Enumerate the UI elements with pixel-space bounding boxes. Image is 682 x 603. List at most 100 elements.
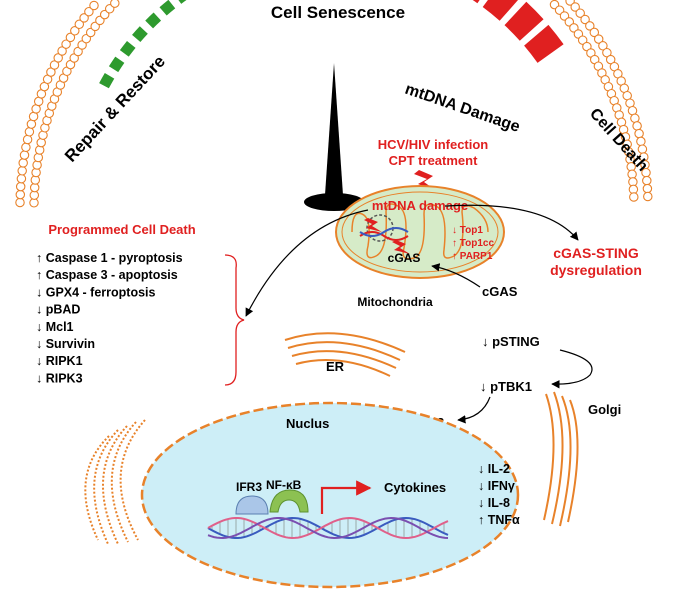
membrane-bead xyxy=(79,13,89,23)
membrane-bead xyxy=(575,8,585,18)
membrane-bead xyxy=(65,32,76,43)
dna-helix xyxy=(207,516,449,540)
pcd-item: ↓ pBAD xyxy=(36,303,80,317)
gauge-segment xyxy=(178,0,187,4)
membrane-bead xyxy=(15,197,25,208)
pcd-item: ↓ RIPK3 xyxy=(36,371,83,385)
gauge-segment xyxy=(132,26,148,43)
cytokine-item: ↓ IFNγ xyxy=(478,479,515,493)
nfkb-label: NF-κB xyxy=(266,478,302,492)
dna-strand xyxy=(207,516,449,540)
cgas-sting-line2: dysregulation xyxy=(550,262,642,278)
gauge-title: Cell Senescence xyxy=(271,3,405,22)
membrane-bead xyxy=(593,34,604,44)
membrane-bead xyxy=(89,0,99,11)
pcd-item: ↓ Mcl1 xyxy=(36,320,74,334)
pcd-item: ↓ RIPK1 xyxy=(36,354,83,368)
lightning-bolt-icon xyxy=(392,240,410,254)
nucleus xyxy=(140,401,520,589)
cytokines-label: Cytokines xyxy=(384,480,446,495)
nfkb-protein-icon xyxy=(269,489,309,513)
arrow-cgas-to-mito xyxy=(431,263,481,288)
left-er-stacks xyxy=(84,419,146,545)
gauge-segment xyxy=(472,0,480,4)
ifr3-protein-icon xyxy=(235,495,269,515)
membrane-bead xyxy=(21,142,31,153)
arrow-sting-to-tbk1 xyxy=(551,349,593,389)
dna-strand xyxy=(207,516,449,540)
golgi-label: Golgi xyxy=(588,402,621,417)
lightning-bolt-icon xyxy=(364,218,382,232)
arrow-tbk1-to-ifr3 xyxy=(457,396,491,424)
cgas-label: cGAS xyxy=(482,284,518,299)
nucleus-label: Nuclus xyxy=(286,416,329,431)
membrane-bead xyxy=(110,0,120,8)
pcd-title: Programmed Cell Death xyxy=(48,222,195,237)
membrane-bead xyxy=(22,134,33,145)
membrane-bead xyxy=(634,128,644,139)
membrane-bead xyxy=(636,136,646,147)
cytokine-item: ↓ IL-8 xyxy=(478,496,510,510)
senescence-gauge-arc xyxy=(15,0,653,208)
membrane-bead xyxy=(74,19,85,30)
ifr3-nucleus-label: IFR3 xyxy=(236,480,262,494)
mitochondria-label: Mitochondria xyxy=(357,295,433,309)
membrane-bead xyxy=(57,46,67,56)
er-label: ER xyxy=(326,359,345,374)
membrane-bead xyxy=(61,39,71,49)
membrane-bead xyxy=(642,183,653,194)
trigger-line2: CPT treatment xyxy=(389,153,479,168)
gauge-segment xyxy=(159,0,176,16)
pcd-list: ↑ Caspase 1 - pyroptosis↑ Caspase 3 - ap… xyxy=(36,251,183,385)
golgi-apparatus xyxy=(543,391,579,527)
gauge-segment xyxy=(99,72,115,89)
cytokines-list: ↓ IL-2 ↓ IFNγ ↓ IL-8 ↑ TNFα xyxy=(478,462,520,527)
gauge-segment xyxy=(108,56,125,73)
endoplasmic-reticulum xyxy=(284,332,406,377)
cytokine-item: ↑ TNFα xyxy=(478,513,520,527)
membrane-bead xyxy=(598,41,608,51)
pcd-item: ↓ GPX4 - ferroptosis xyxy=(36,285,156,299)
membrane-bead xyxy=(70,26,80,36)
parp1-text: ↑ PARP1 xyxy=(452,251,493,262)
membrane-bead xyxy=(24,127,35,137)
gauge-segment xyxy=(482,0,519,21)
pcd-bracket xyxy=(224,254,245,386)
mtdna-damage-text: mtDNA damage xyxy=(372,198,468,213)
mitochondria xyxy=(335,185,505,279)
pcd-item: ↑ Caspase 3 - apoptosis xyxy=(36,268,178,282)
membrane-bead xyxy=(580,14,590,25)
membrane-bead xyxy=(16,173,27,184)
gauge-segment xyxy=(504,1,544,41)
membrane-bead xyxy=(629,192,639,202)
top1cc-text: ↑ Top1cc xyxy=(452,238,494,249)
lightning-bolt-icon xyxy=(414,170,438,192)
cytokine-item: ↓ IL-2 xyxy=(478,462,510,476)
mtdna-damage-label: mtDNA Damage xyxy=(403,81,522,136)
cgas-inside-mito: cGAS xyxy=(388,251,421,265)
membrane-bead xyxy=(643,191,653,202)
membrane-bead xyxy=(589,27,600,38)
membrane-bead xyxy=(642,175,652,186)
trigger-line1: HCV/HIV infection xyxy=(378,137,489,152)
membrane-bead xyxy=(33,152,44,163)
gauge-segment xyxy=(524,24,564,63)
membrane-bead xyxy=(570,2,580,12)
pcd-item: ↓ Survivin xyxy=(36,337,95,351)
membrane-bead xyxy=(632,121,642,131)
membrane-bead xyxy=(15,189,26,200)
arrow-to-cgas-sting xyxy=(444,204,579,241)
membrane-bead xyxy=(18,158,28,168)
dna-strand xyxy=(207,516,449,540)
ptbk1-label: ↓ pTBK1 xyxy=(480,379,532,394)
gauge-segment xyxy=(119,40,136,57)
membrane-bead xyxy=(585,21,595,31)
gauge-needle xyxy=(325,63,343,195)
senescence-gauge-segments xyxy=(99,0,564,89)
gauge-segment xyxy=(145,12,162,29)
membrane-bead xyxy=(19,150,30,160)
psting-label: ↓ pSTING xyxy=(482,334,540,349)
membrane-bead xyxy=(17,166,27,176)
